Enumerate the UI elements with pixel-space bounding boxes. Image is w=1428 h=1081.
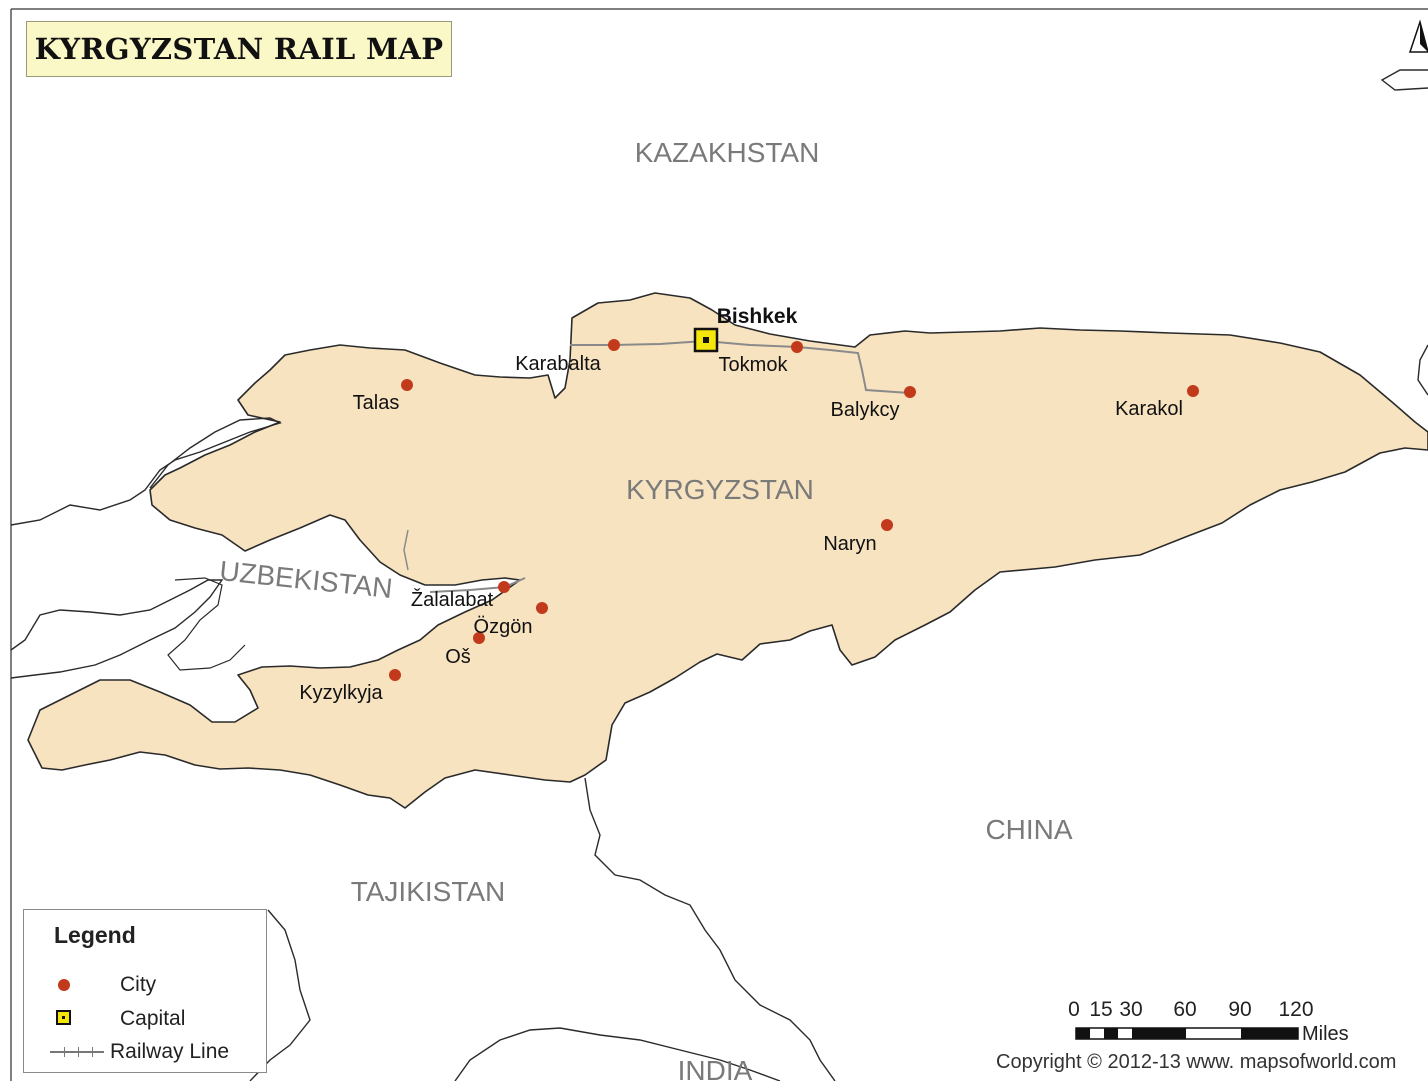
label-bishkek: Bishkek [717, 305, 798, 328]
label-india: INDIA [678, 1055, 753, 1081]
china-east-border-2 [1417, 344, 1428, 396]
city-dot-karabalta [608, 339, 620, 351]
legend-label-capital: Capital [120, 1007, 186, 1030]
scale-tick-0: 0 [1068, 998, 1080, 1021]
scale-tick-120: 120 [1278, 998, 1313, 1021]
scale-tick-30: 30 [1119, 998, 1142, 1021]
scale-tick-60: 60 [1173, 998, 1196, 1021]
label-naryn: Naryn [823, 533, 876, 555]
tajik-west-border [249, 909, 311, 1081]
uzbekistan-border [10, 417, 282, 526]
label-talas: Talas [353, 392, 400, 414]
label-karakol: Karakol [1115, 398, 1183, 420]
label-os: Oš [445, 646, 471, 668]
legend-label-city: City [120, 973, 157, 996]
map-title-box: KYRGYZSTAN RAIL MAP [26, 21, 452, 77]
uzbekistan-south-border [10, 579, 224, 679]
china-east-border [1380, 69, 1428, 91]
city-dot-talas [401, 379, 413, 391]
scale-bar: 0 15 30 60 90 120 Miles [1068, 998, 1349, 1045]
label-kazakhstan: KAZAKHSTAN [635, 137, 820, 168]
uzbek-enclave-border [167, 577, 246, 671]
railway-line-icon [50, 1047, 104, 1057]
city-dot-kyzylkyja [389, 669, 401, 681]
legend-row-capital: Capital [50, 1004, 260, 1034]
scale-unit: Miles [1302, 1023, 1349, 1045]
label-balykcy: Balykcy [831, 399, 900, 421]
legend-title: Legend [54, 922, 136, 948]
label-tajikistan: TAJIKISTAN [351, 876, 506, 907]
legend-box: Legend City Capital Railway Line [23, 909, 267, 1073]
capital-marker-bishkek [693, 327, 719, 353]
copyright-notice: Copyright © 2012-13 www. mapsofworld.com [996, 1051, 1397, 1073]
label-ozgon: Özgön [474, 616, 533, 638]
legend-row-city: City [50, 970, 260, 1000]
tajikistan-border [584, 777, 836, 1081]
railway-south [429, 577, 526, 593]
kyrgyzstan-land [27, 292, 1428, 809]
city-dot-os [473, 632, 485, 644]
label-tokmok: Tokmok [719, 354, 789, 376]
city-dot-ozgon [536, 602, 548, 614]
scale-tick-15: 15 [1089, 998, 1112, 1021]
label-kyrgyzstan: KYRGYZSTAN [626, 474, 814, 505]
legend-label-railway: Railway Line [110, 1040, 230, 1063]
label-karabalta: Karabalta [515, 353, 601, 375]
city-dot-balykcy [904, 386, 916, 398]
city-dot-icon [58, 979, 70, 991]
map-title: KYRGYZSTAN RAIL MAP [34, 32, 444, 66]
capital-square-icon [56, 1010, 71, 1025]
north-arrow [1408, 19, 1428, 53]
railway-west-branch [403, 529, 409, 571]
tajikistan-south-border [454, 1027, 781, 1081]
label-china: CHINA [985, 814, 1072, 845]
legend-row-railway: Railway Line [50, 1037, 260, 1067]
scale-tick-90: 90 [1228, 998, 1251, 1021]
label-zalalabat: Žalalabat [411, 588, 494, 611]
city-dot-tokmok [791, 341, 803, 353]
label-uzbekistan: UZBEKISTAN [218, 555, 394, 604]
city-dot-naryn [881, 519, 893, 531]
city-dot-zalalabat [498, 581, 510, 593]
city-dot-karakol [1187, 385, 1199, 397]
label-kyzylkyja: Kyzylkyja [299, 682, 383, 704]
